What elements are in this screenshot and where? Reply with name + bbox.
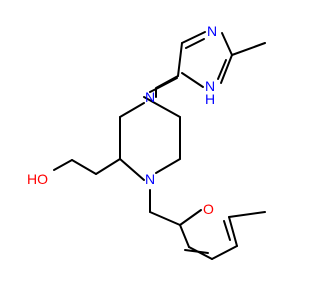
molecule-drawing: HO N N N N H O bbox=[27, 23, 266, 260]
bond bbox=[211, 245, 238, 260]
atom-labels: HO N N N N H O bbox=[27, 23, 217, 217]
bond bbox=[155, 158, 181, 174]
bond bbox=[149, 88, 157, 93]
bond bbox=[95, 158, 121, 175]
bond bbox=[231, 42, 266, 56]
bond bbox=[181, 72, 204, 88]
bonds bbox=[53, 31, 266, 260]
bond bbox=[155, 75, 179, 89]
bond bbox=[179, 224, 190, 248]
bond bbox=[143, 96, 181, 118]
bond bbox=[71, 159, 97, 175]
bond bbox=[220, 54, 233, 84]
furan-oxygen-label: O bbox=[203, 201, 214, 217]
bond bbox=[188, 246, 213, 260]
bond bbox=[217, 59, 227, 80]
piperazine-nitrogen-bottom: N bbox=[145, 171, 155, 187]
imidazole-nh-nitrogen-label: N bbox=[205, 78, 215, 94]
bond bbox=[228, 211, 266, 218]
imidazole-nh-hydrogen-label: H bbox=[205, 91, 215, 107]
bond bbox=[119, 102, 145, 118]
bond bbox=[53, 159, 73, 171]
bond bbox=[177, 42, 183, 77]
bond bbox=[223, 220, 231, 241]
bond bbox=[149, 211, 181, 226]
bond bbox=[221, 32, 233, 56]
bond bbox=[119, 158, 145, 181]
bond bbox=[181, 31, 206, 44]
imidazole-nitrogen-label: N bbox=[207, 23, 217, 39]
bond bbox=[185, 38, 205, 49]
bond bbox=[179, 209, 202, 226]
piperazine-nitrogen-top: N bbox=[145, 89, 155, 105]
structure-diagram: HO N N N N H O bbox=[27, 23, 266, 260]
bond bbox=[228, 216, 238, 247]
hydroxyl-label: HO bbox=[27, 171, 48, 187]
